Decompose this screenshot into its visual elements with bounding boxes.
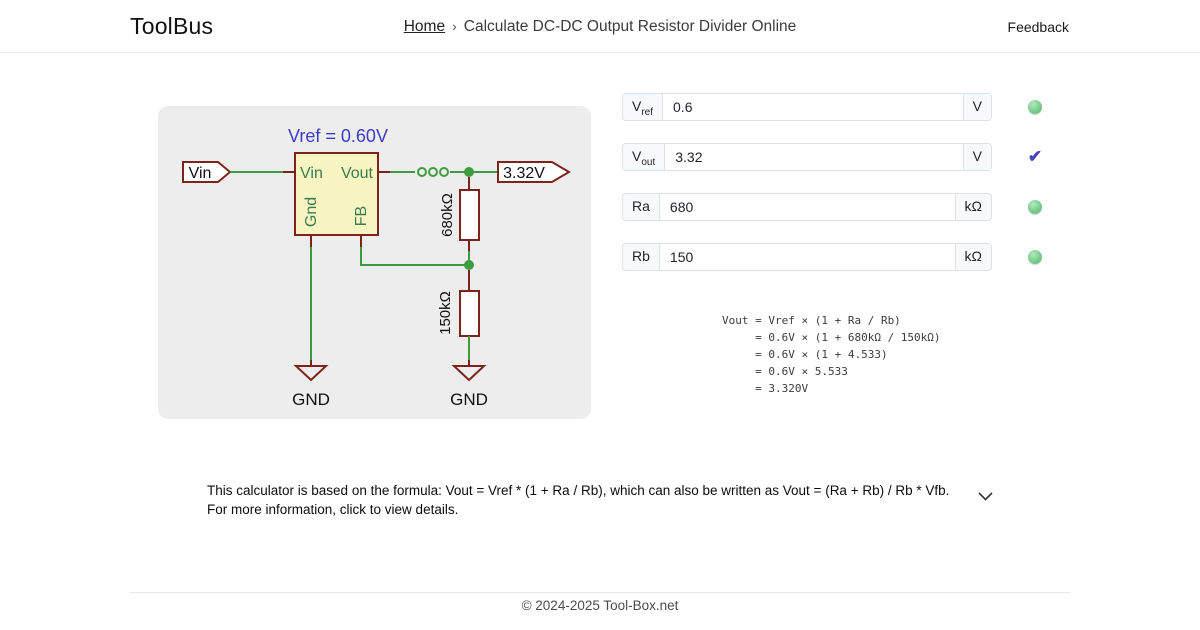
ic-pin-fb: FB (353, 206, 370, 226)
rb-unit-label: kΩ (954, 243, 992, 271)
gnd-symbol-left: GND (292, 365, 330, 409)
rb-status-indicator (1026, 248, 1044, 266)
vout-unit-label: V (962, 143, 992, 171)
vref-unit-label: V (962, 93, 992, 121)
rb-input-row: Rb kΩ (622, 243, 992, 271)
footer-copyright: © 2024-2025 Tool-Box.net (521, 598, 679, 613)
vout-status-indicator: ✔ (1027, 147, 1043, 166)
gnd-right-label: GND (450, 390, 488, 409)
ic-pin-vin: Vin (300, 165, 323, 182)
circuit-diagram: Vref = 0.60V Vin Vin Vout Gnd FB (182, 126, 571, 409)
feedback-node (464, 260, 474, 270)
ic-pin-gnd: Gnd (303, 197, 320, 227)
formula-block: Vout = Vref × (1 + Ra / Rb) = 0.6V × (1 … (722, 314, 941, 395)
vref-input-row: Vref V (622, 93, 992, 121)
vin-flag-label: Vin (189, 165, 212, 182)
ra-input-label: Ra (622, 193, 660, 221)
ic-pin-vout: Vout (341, 165, 374, 182)
vout-input-label: Vout (622, 143, 666, 171)
rb-input[interactable] (659, 243, 955, 271)
breadcrumb-home-link[interactable]: Home (403, 18, 446, 35)
ra-input[interactable] (659, 193, 955, 221)
resistor-ra: 680kΩ (439, 177, 480, 265)
vout-flag-label: 3.32V (503, 165, 545, 182)
breadcrumb: Home › Calculate DC-DC Output Resistor Div… (404, 18, 797, 36)
vout-input-row: Vout V (622, 143, 992, 171)
expand-details-chevron-icon[interactable] (975, 488, 995, 504)
ra-input-row: Ra kΩ (622, 193, 992, 221)
formula-description: This calculator is based on the formula:… (207, 483, 950, 518)
gnd-symbol-right: GND (450, 365, 488, 409)
breadcrumb-separator: › (452, 18, 457, 34)
footer-divider (130, 592, 1070, 593)
ic-chip: Vin Vout Gnd FB (294, 152, 379, 236)
rb-input-label: Rb (622, 243, 660, 271)
junction-node (464, 167, 474, 177)
vref-annotation: Vref = 0.60V (288, 126, 388, 146)
vref-status-indicator (1026, 98, 1044, 116)
vout-flag: 3.32V (497, 161, 571, 183)
header: ToolBus Home › Calculate DC-DC Output Resi… (0, 0, 1200, 53)
feedback-link[interactable]: Feedback (1007, 19, 1069, 35)
vref-input-label: Vref (622, 93, 664, 121)
page-title: Calculate DC-DC Output Resistor Divider … (463, 18, 797, 35)
resistor-rb: 150kΩ (437, 270, 480, 366)
vref-input[interactable] (663, 93, 963, 121)
resistor-ra-label: 680kΩ (439, 193, 456, 237)
vin-flag: Vin (182, 161, 232, 183)
resistor-rb-label: 150kΩ (437, 291, 454, 335)
vout-input[interactable] (665, 143, 963, 171)
circuit-diagram-panel: Vref = 0.60V Vin Vin Vout Gnd FB (158, 106, 591, 419)
inductor-coil-icon (417, 167, 449, 177)
ra-unit-label: kΩ (954, 193, 992, 221)
ra-status-indicator (1026, 198, 1044, 216)
site-logo[interactable]: ToolBus (130, 13, 214, 39)
gnd-left-label: GND (292, 390, 330, 409)
